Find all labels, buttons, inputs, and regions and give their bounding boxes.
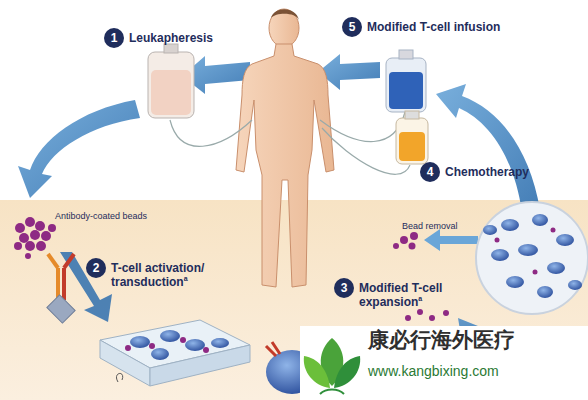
step-label-block: T-cell activation/ transductiona [111,258,223,289]
step-infusion: 5 Modified T-cell infusion [342,17,500,37]
watermark: 康必行海外医疗 [368,334,515,345]
callout-number: 1 [104,28,124,48]
callout-number: 2 [86,258,106,278]
annotation: Antibody-coated beads [55,211,147,222]
step-label: Modified T-cell infusion [367,20,500,34]
footnote-mark: a [418,295,422,302]
step-label-block: Modified T-cell expansiona [359,278,463,309]
callout-number: 5 [342,17,362,37]
footnote-mark: a [184,275,188,282]
watermark: www.kangbixing.com [368,366,499,377]
step-label: Chemotherapy [445,165,529,179]
step-label-block: Leukapheresis [129,28,213,45]
step-activation: 2T-cell activation/ transductiona [86,258,223,289]
annotation: Bead removal [402,221,458,232]
step-expansion: 3Modified T-cell expansiona [334,278,463,309]
step-label: Modified T-cell expansion [359,281,442,309]
step-label-block: Chemotherapy [445,162,529,179]
step-label: T-cell activation/ transduction [111,261,204,289]
step-chemotherapy: 4 Chemotherapy [420,162,529,182]
callout-number: 4 [420,162,440,182]
step-label: Leukapheresis [129,31,213,45]
callout-number: 3 [334,278,354,298]
step-leukapheresis: 1 Leukapheresis [104,28,213,48]
step-label-block: Modified T-cell infusion [367,17,500,34]
